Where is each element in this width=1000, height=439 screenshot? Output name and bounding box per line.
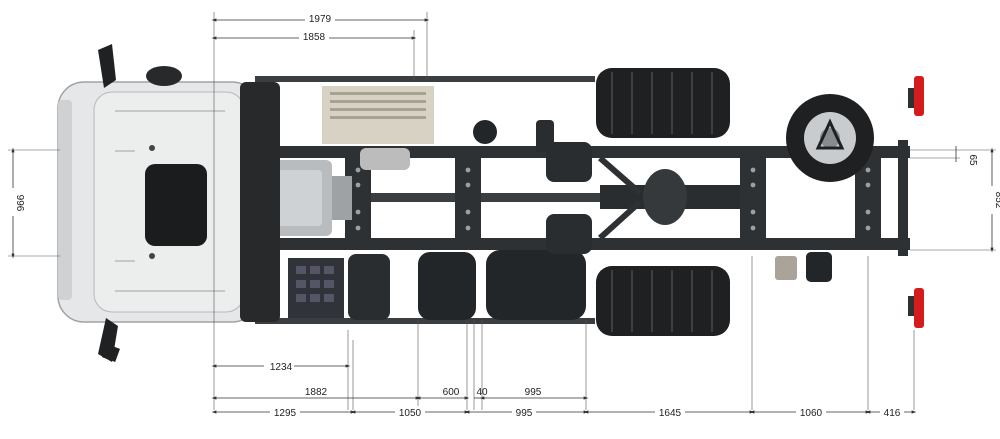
rear-module — [775, 256, 797, 280]
adblue-tank — [348, 254, 390, 320]
fuel-tanks — [288, 120, 832, 320]
dim-1882: 1882 — [305, 387, 328, 398]
dim-1858: 1858 — [303, 32, 326, 43]
cross-member — [455, 146, 481, 250]
tail-lamp-top — [914, 76, 924, 116]
dim-1979: 1979 — [309, 14, 332, 25]
cab — [57, 44, 280, 362]
dim-40: 40 — [476, 387, 488, 398]
cab-vent — [149, 253, 155, 259]
air-tank — [473, 120, 497, 144]
dim-996: 996 — [14, 195, 25, 212]
cab-front-grille — [58, 100, 72, 300]
dim-65: 65 — [967, 154, 978, 166]
driveshaft — [330, 193, 640, 202]
frame-rail-outer-top — [255, 76, 595, 82]
dim-416: 416 — [884, 408, 901, 419]
mirror-left — [98, 44, 116, 88]
dim-995-upper: 995 — [525, 387, 542, 398]
rear-end-member — [898, 140, 908, 256]
frame-rail-outer-bottom — [255, 318, 595, 324]
cross-member — [740, 146, 766, 250]
dim-1234: 1234 — [270, 362, 293, 373]
dim-600: 600 — [443, 387, 460, 398]
dim-1050: 1050 — [399, 408, 422, 419]
cab-rear-wall — [240, 82, 280, 322]
rear-wheel-bottom — [596, 266, 730, 336]
tail-lamp-bottom — [914, 288, 924, 328]
dim-1060: 1060 — [800, 408, 823, 419]
dim-1295: 1295 — [274, 408, 297, 419]
cab-vent — [149, 145, 155, 151]
differential — [643, 169, 687, 225]
dim-1645: 1645 — [659, 408, 682, 419]
air-intake — [146, 66, 182, 86]
rear-module — [806, 252, 832, 282]
tank — [418, 252, 476, 320]
tail-lamps — [908, 76, 924, 328]
dimension-labels: 1979 1858 996 852 65 1234 1882 600 40 99… — [6, 12, 1000, 419]
dim-852: 852 — [993, 192, 1000, 209]
brace — [598, 155, 642, 196]
aux-unit — [546, 214, 592, 254]
battery-box — [322, 86, 434, 170]
spare-wheel — [786, 94, 874, 182]
rear-wheel-top — [596, 68, 730, 138]
brace — [597, 199, 643, 241]
aux-unit — [546, 142, 592, 182]
tank — [486, 250, 586, 320]
cab-roof-hatch — [145, 164, 207, 246]
dim-995-bottom: 995 — [516, 408, 533, 419]
